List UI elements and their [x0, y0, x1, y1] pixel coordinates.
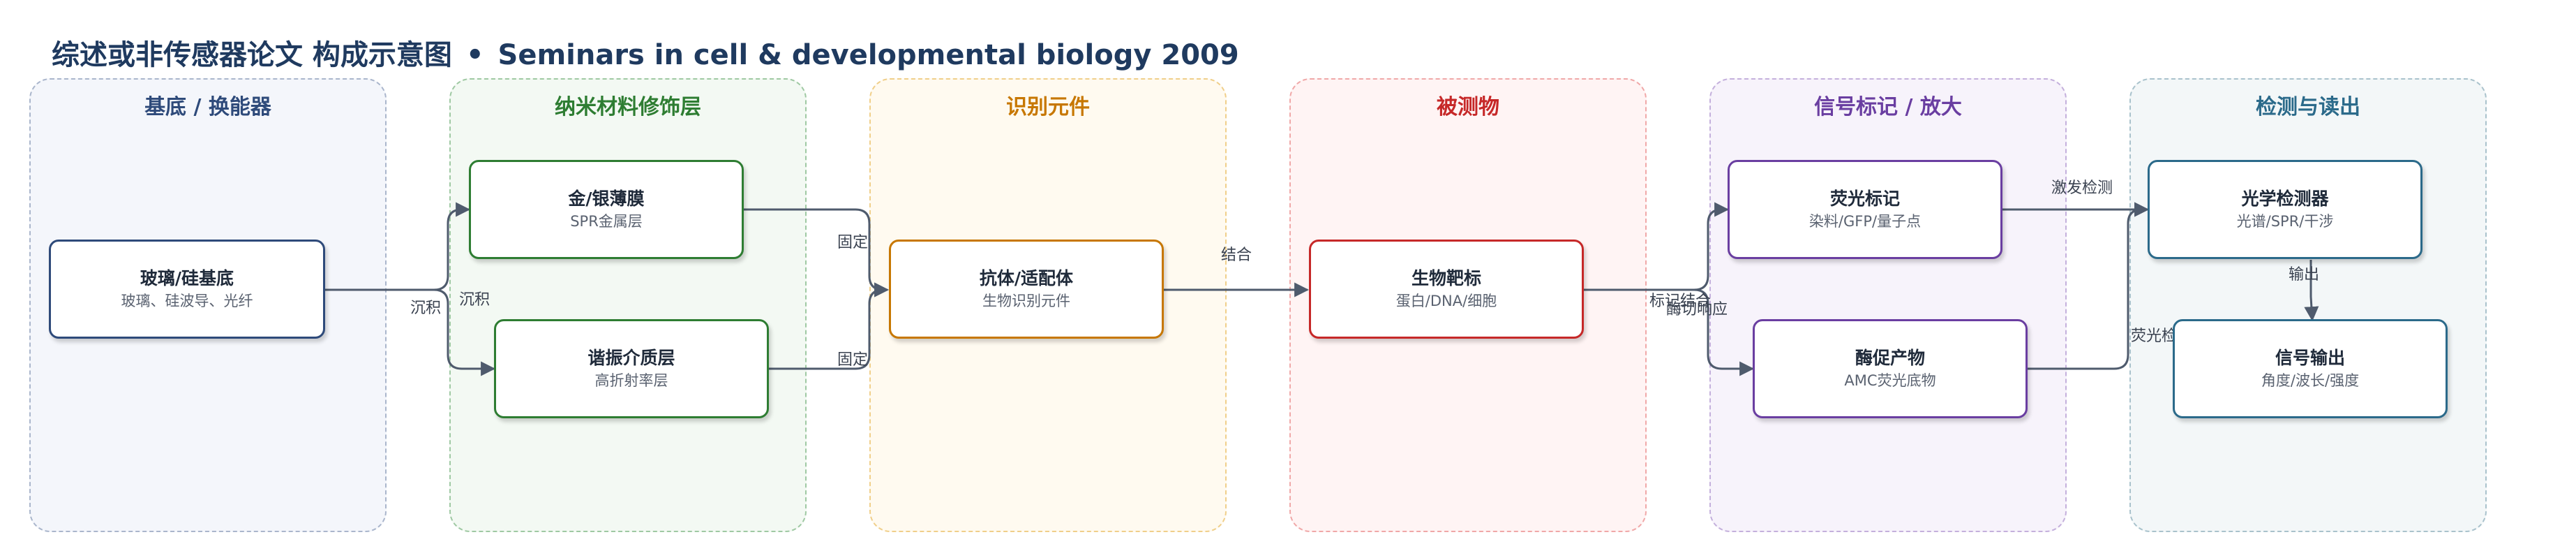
- node-subtitle: 高折射率层: [594, 372, 668, 390]
- edge-label-e5: 结合: [1221, 247, 1252, 264]
- edge-label-e4: 固定: [837, 351, 868, 369]
- edge-label-e3: 固定: [837, 234, 868, 251]
- node-subtitle: 生物识别元件: [982, 293, 1070, 310]
- node-title: 抗体/适配体: [979, 267, 1074, 288]
- edge-e10: [2304, 260, 2319, 322]
- node-resonant-dielectric-layer: 谐振介质层 高折射率层: [494, 319, 769, 418]
- node-subtitle: AMC荧光底物: [1844, 372, 1936, 390]
- title-separator: •: [465, 39, 484, 71]
- node-subtitle: 染料/GFP/量子点: [1809, 213, 1922, 230]
- lane-detection: [2129, 78, 2487, 532]
- edge-label-e1: 沉积: [410, 300, 441, 317]
- node-title: 信号输出: [2275, 347, 2345, 368]
- node-subtitle: 玻璃、硅波导、光纤: [121, 293, 253, 310]
- lane-title-recognition: 识别元件: [1006, 95, 1090, 119]
- edge-e4: [769, 282, 890, 370]
- edge-label-e7: 酶切响应: [1666, 301, 1728, 318]
- lane-title-substrate: 基底 / 换能器: [144, 95, 271, 119]
- lane-signal: [1709, 78, 2067, 532]
- node-biological-target: 生物靶标 蛋白/DNA/细胞: [1309, 240, 1584, 339]
- node-subtitle: 蛋白/DNA/细胞: [1395, 293, 1497, 310]
- node-optical-detector: 光学检测器 光谱/SPR/干涉: [2148, 160, 2423, 259]
- node-title: 荧光标记: [1829, 188, 1900, 209]
- lane-nano: [449, 78, 807, 532]
- edge-e7: [1584, 288, 1755, 376]
- edge-e1: [325, 202, 471, 291]
- node-title: 玻璃/硅基底: [140, 267, 234, 288]
- lane-title-detection: 检测与读出: [2256, 95, 2360, 119]
- edge-label-e10: 输出: [2289, 266, 2319, 284]
- node-title: 生物靶标: [1411, 267, 1481, 288]
- node-title: 酶促产物: [1855, 347, 1925, 368]
- title-source: Seminars in cell & developmental biology…: [497, 39, 1239, 71]
- node-subtitle: SPR金属层: [570, 213, 643, 230]
- lane-title-nano: 纳米材料修饰层: [555, 95, 701, 119]
- node-title: 金/银薄膜: [568, 188, 645, 209]
- title-main: 综述或非传感器论文 构成示意图: [52, 39, 452, 71]
- node-subtitle: 角度/波长/强度: [2261, 372, 2360, 390]
- edge-e2: [325, 288, 496, 376]
- edge-e6: [1584, 202, 1730, 291]
- edge-label-e2: 沉积: [459, 291, 490, 309]
- node-gold-silver-film: 金/银薄膜 SPR金属层: [469, 160, 744, 259]
- node-signal-output: 信号输出 角度/波长/强度: [2173, 319, 2448, 418]
- node-subtitle: 光谱/SPR/干涉: [2236, 213, 2334, 230]
- node-enzymatic-product: 酶促产物 AMC荧光底物: [1753, 319, 2028, 418]
- page-title: 综述或非传感器论文 构成示意图 • Seminars in cell & devel…: [52, 32, 1239, 73]
- node-title: 光学检测器: [2241, 188, 2329, 209]
- node-glass-silicon-substrate: 玻璃/硅基底 玻璃、硅波导、光纤: [49, 240, 325, 339]
- lane-title-analyte: 被测物: [1437, 95, 1499, 119]
- node-antibody-aptamer: 抗体/适配体 生物识别元件: [889, 240, 1164, 339]
- lane-title-signal: 信号标记 / 放大: [1814, 95, 1962, 119]
- edge-e9: [2028, 202, 2150, 370]
- edge-label-e8: 激发检测: [2051, 179, 2113, 197]
- node-title: 谐振介质层: [587, 347, 675, 368]
- node-fluorescent-label: 荧光标记 染料/GFP/量子点: [1728, 160, 2002, 259]
- edge-label-e6: 标记结合: [1649, 293, 1711, 310]
